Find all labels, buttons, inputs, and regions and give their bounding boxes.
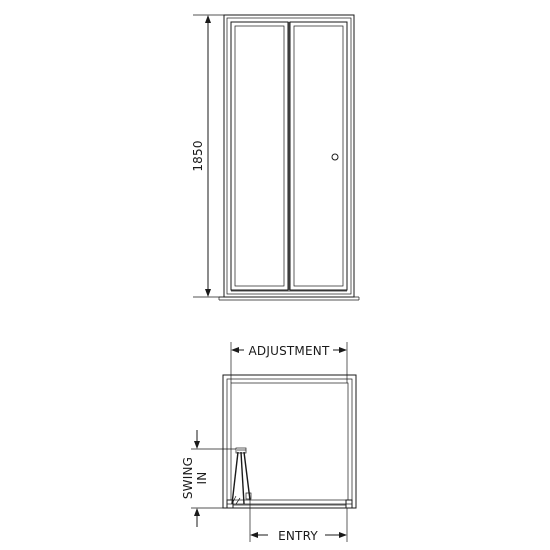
entry-dimension: ENTRY bbox=[249, 500, 348, 543]
plan-view: ADJUSTMENT SWING IN bbox=[181, 342, 357, 543]
adjustment-dimension: ADJUSTMENT bbox=[230, 342, 348, 383]
front-elevation: 1850 bbox=[191, 14, 360, 301]
adjustment-label: ADJUSTMENT bbox=[249, 344, 330, 358]
enclosure-outline bbox=[222, 374, 357, 509]
swing-label-line2: IN bbox=[195, 472, 209, 485]
height-label: 1850 bbox=[191, 140, 205, 171]
swing-in-dimension: SWING IN bbox=[181, 430, 236, 527]
folded-bifold-door bbox=[231, 447, 252, 505]
entry-label: ENTRY bbox=[278, 529, 318, 543]
left-door-panel bbox=[230, 21, 289, 291]
door-handle-icon bbox=[331, 153, 339, 161]
right-door-panel bbox=[289, 21, 348, 291]
swing-label-line1: SWING bbox=[181, 457, 195, 499]
height-dimension: 1850 bbox=[191, 14, 224, 298]
